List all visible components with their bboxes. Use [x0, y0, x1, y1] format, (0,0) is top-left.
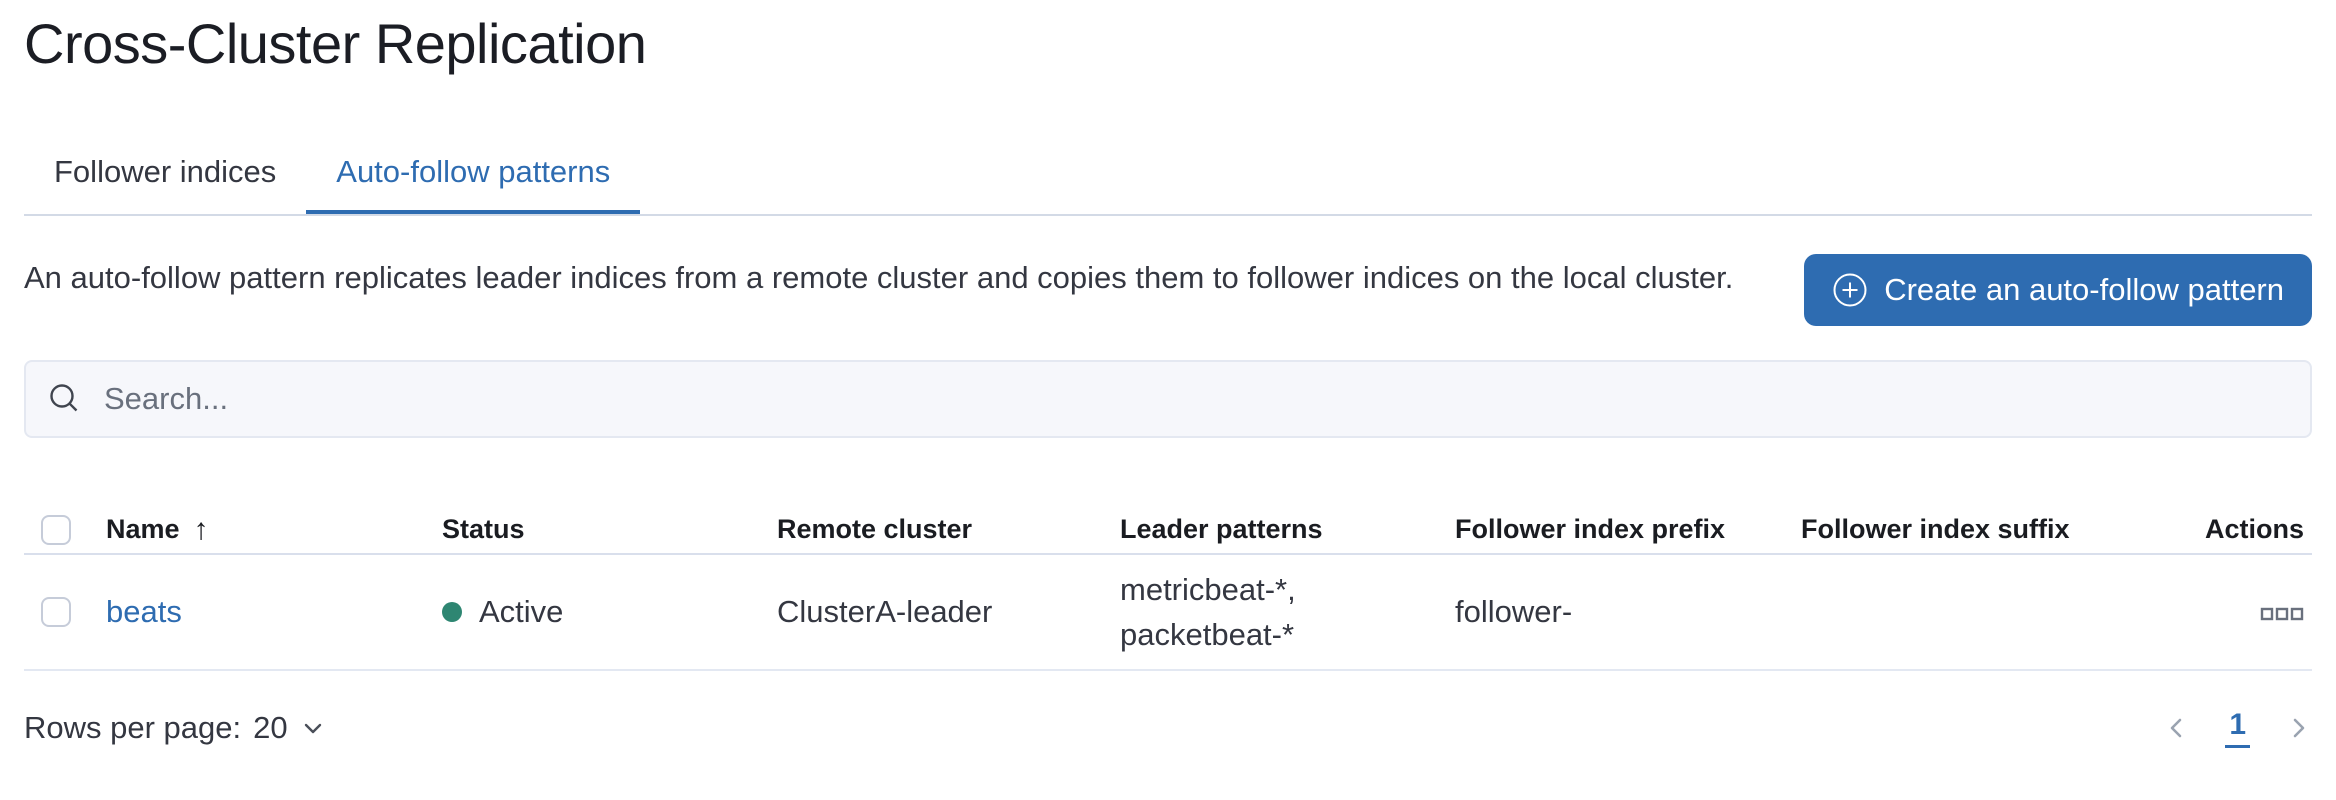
- next-page-button[interactable]: [2284, 714, 2312, 742]
- row-checkbox[interactable]: [41, 597, 71, 627]
- cell-actions: [2260, 594, 2312, 630]
- column-header-remote-cluster: Remote cluster: [777, 514, 973, 544]
- rows-per-page-value: 20: [253, 710, 288, 745]
- cell-follower-index-prefix: follower-: [1455, 594, 1573, 629]
- tab-bar: Follower indices Auto-follow patterns: [24, 134, 2312, 216]
- column-header-leader-patterns: Leader patterns: [1120, 514, 1323, 544]
- search-icon: [48, 382, 82, 416]
- row-actions-button[interactable]: [2260, 606, 2304, 622]
- cell-name: beats: [106, 594, 442, 630]
- intro-section: An auto-follow pattern replicates leader…: [24, 254, 2312, 326]
- column-header-status: Status: [442, 514, 525, 544]
- page-number-1[interactable]: 1: [2225, 708, 2250, 748]
- chevron-down-icon: [300, 715, 326, 741]
- table-footer: Rows per page: 20 1: [24, 699, 2312, 757]
- column-header-actions: Actions: [2204, 514, 2304, 544]
- table-header-row: Name ↑ Status Remote cluster Leader patt…: [24, 506, 2312, 555]
- tab-follower-indices[interactable]: Follower indices: [54, 154, 277, 189]
- pattern-name-link[interactable]: beats: [106, 594, 182, 629]
- tab-auto-follow-patterns[interactable]: Auto-follow patterns: [306, 134, 640, 214]
- status-active-dot-icon: [442, 602, 462, 622]
- select-all-checkbox[interactable]: [41, 514, 71, 545]
- page-title: Cross-Cluster Replication: [24, 12, 647, 75]
- search-bar: [24, 360, 2312, 438]
- table-row: beats Active ClusterA-leader metricbeat-…: [24, 555, 2312, 671]
- status-label: Active: [479, 594, 564, 629]
- plus-in-circle-icon: [1832, 272, 1868, 308]
- previous-page-button[interactable]: [2163, 714, 2191, 742]
- auto-follow-patterns-table: Name ↑ Status Remote cluster Leader patt…: [24, 506, 2312, 671]
- rows-per-page-label: Rows per page:: [24, 710, 242, 745]
- search-input[interactable]: [102, 380, 2288, 418]
- page-description: An auto-follow pattern replicates leader…: [24, 260, 1734, 295]
- create-auto-follow-pattern-button[interactable]: Create an auto-follow pattern: [1804, 254, 2312, 326]
- column-header-name[interactable]: Name ↑: [106, 512, 209, 546]
- cell-status: Active: [442, 594, 777, 630]
- cross-cluster-replication-page: Cross-Cluster Replication Follower indic…: [0, 12, 2336, 757]
- pagination: 1: [2163, 708, 2312, 748]
- rows-per-page-selector[interactable]: Rows per page: 20: [24, 710, 326, 746]
- create-button-label: Create an auto-follow pattern: [1884, 272, 2284, 307]
- cell-remote-cluster: ClusterA-leader: [777, 594, 993, 629]
- column-header-follower-index-suffix: Follower index suffix: [1801, 514, 2070, 544]
- sort-ascending-icon: ↑: [193, 512, 209, 546]
- select-all-cell: [24, 514, 106, 545]
- row-select-cell: [24, 597, 106, 627]
- cell-leader-patterns: metricbeat-*, packetbeat-*: [1120, 572, 1296, 652]
- column-header-follower-index-prefix: Follower index prefix: [1455, 514, 1726, 544]
